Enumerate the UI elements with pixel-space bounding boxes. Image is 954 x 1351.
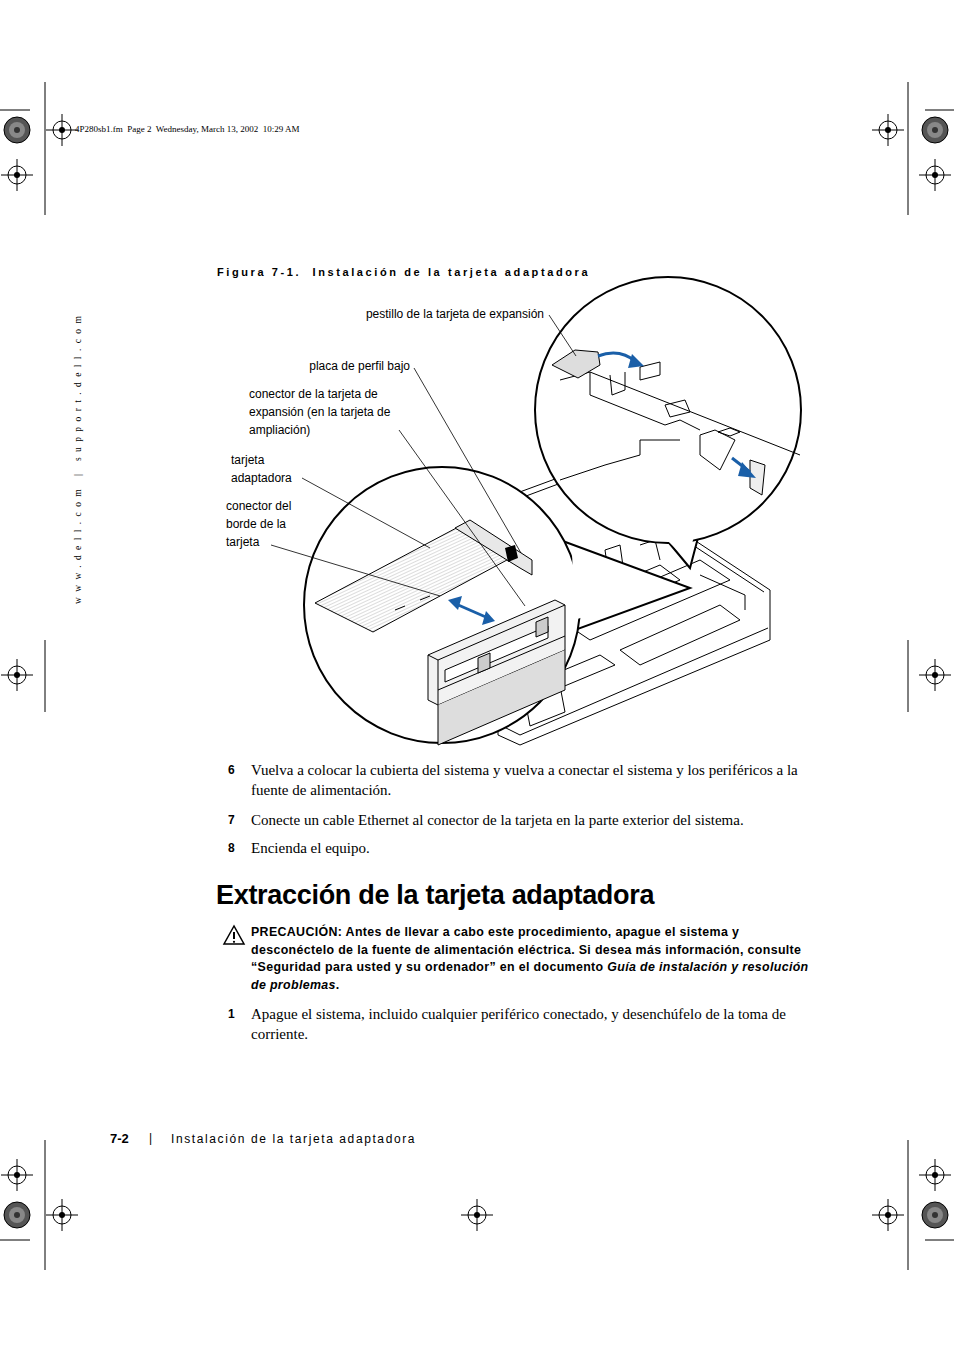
section-heading: Extracción de la tarjeta adaptadora <box>216 880 654 911</box>
step-text: Apague el sistema, incluido cualquier pe… <box>251 1004 831 1044</box>
part-label: pestillo de la tarjeta de expansión <box>366 307 544 321</box>
step-number: 6 <box>228 763 235 777</box>
part-label: placa de perfil bajo <box>309 359 410 373</box>
footer-separator: | <box>149 1131 152 1145</box>
footer-title: Instalación de la tarjeta adaptadora <box>171 1132 416 1146</box>
part-label: tarjeta adaptadora <box>231 451 303 487</box>
step-number: 8 <box>228 841 235 855</box>
step-text: Encienda el equipo. <box>251 838 831 858</box>
step-text: Conecte un cable Ethernet al conector de… <box>251 810 831 830</box>
caution-text: . <box>336 978 340 992</box>
figure-caption: Figura 7-1. Instalación de la tarjeta ad… <box>217 266 590 278</box>
step-text: Vuelva a colocar la cubierta del sistema… <box>251 760 831 800</box>
part-label: conector de la tarjeta de expansión (en … <box>249 385 397 439</box>
file-header: 4P280sb1.fm Page 2 Wednesday, March 13, … <box>75 124 300 134</box>
part-label: conector del borde de la tarjeta <box>226 497 304 551</box>
page-number: 7-2 <box>110 1131 129 1146</box>
side-url: www.dell.com | support.dell.com <box>72 311 84 604</box>
step-number: 1 <box>228 1007 235 1021</box>
caution-note: PRECAUCIÓN: Antes de llevar a cabo este … <box>251 924 826 994</box>
step-number: 7 <box>228 813 235 827</box>
